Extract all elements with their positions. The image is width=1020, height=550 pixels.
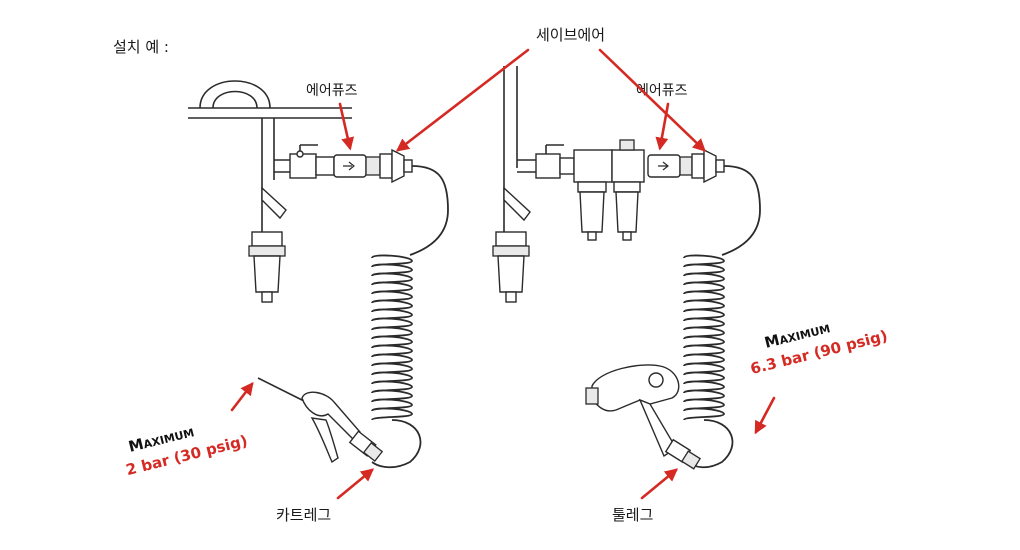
safe-air-coupling-left bbox=[379, 148, 413, 184]
max-right-label: Maximum 6.3 bar (90 psig) bbox=[749, 318, 890, 378]
coiled-hose-left bbox=[371, 254, 413, 421]
cartridge-label: 카트레그 bbox=[276, 506, 331, 524]
air-fuse-label-left: 에어퓨즈 bbox=[306, 83, 358, 99]
callout-arrows bbox=[230, 48, 776, 500]
air-gun-icon bbox=[257, 377, 384, 464]
tool-label: 툴레그 bbox=[612, 506, 653, 524]
filter-regulator-icon bbox=[573, 139, 645, 241]
arrow-max-right bbox=[754, 396, 776, 435]
arrow-tool bbox=[640, 468, 679, 500]
ball-valve-icon bbox=[535, 144, 564, 179]
left-assembly bbox=[188, 80, 449, 469]
air-fuse-right bbox=[647, 154, 681, 178]
max-left-label: Maximum 2 bar (30 psig) bbox=[124, 422, 249, 479]
impact-wrench-icon bbox=[585, 364, 702, 470]
ball-valve-icon bbox=[289, 144, 318, 179]
arrow-air-fuse-right bbox=[655, 102, 670, 151]
arrow-safe-air-right bbox=[598, 48, 706, 152]
right-assembly bbox=[492, 66, 761, 470]
arrow-safe-air-left bbox=[395, 48, 530, 152]
arrow-max-left bbox=[230, 381, 254, 412]
diagram-title: 설치 예 : bbox=[113, 38, 169, 56]
safe-air-label: 세이브에어 bbox=[536, 26, 605, 44]
safe-air-coupling-right bbox=[691, 148, 725, 184]
air-fuse-label-right: 에어퓨즈 bbox=[636, 83, 688, 99]
arrow-air-fuse-left bbox=[338, 102, 355, 151]
arrow-cartridge bbox=[336, 468, 375, 500]
coiled-hose-right bbox=[683, 254, 725, 421]
air-fuse-left bbox=[333, 154, 367, 178]
